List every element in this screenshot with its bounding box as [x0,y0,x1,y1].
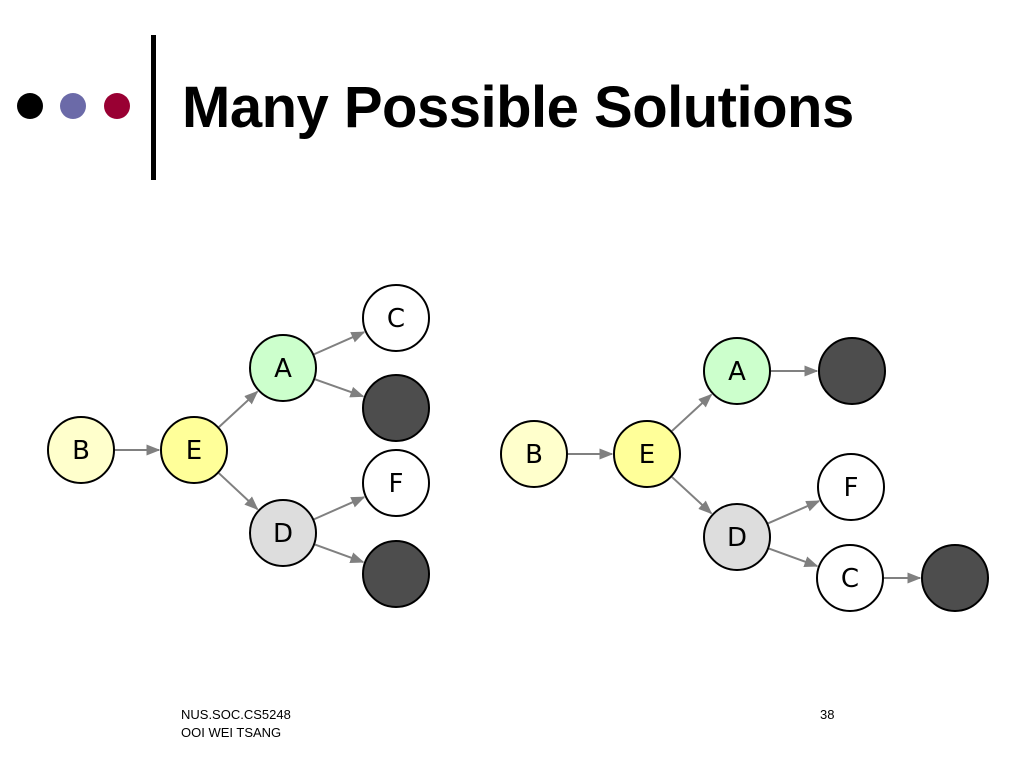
bullet-dot-3 [104,93,130,119]
node-dark [921,544,989,612]
edge-d-f [767,500,821,525]
edge-e-a [218,390,259,428]
node-dark [362,374,430,442]
node-label-a: A [274,354,292,384]
page-number: 38 [820,707,835,722]
node-f [817,453,885,521]
node-e [613,420,681,488]
edge-e-d [671,476,713,515]
node-label-b: B [72,436,90,466]
node-d [703,503,771,571]
footer-left: NUS.SOC.CS5248 OOI WEI TSANG [181,706,291,742]
diagram-solution-1: B E A D C F [47,284,430,608]
node-label-e: E [639,440,655,470]
edge-d-c [768,547,819,568]
node-c [362,284,430,352]
diagram-solution-2: B E A D F C [500,337,989,612]
title-divider [151,35,156,180]
node-label-a: A [728,357,746,387]
node-a [703,337,771,405]
node-label-d: D [727,523,747,553]
node-label-c: C [841,564,859,594]
node-label-e: E [186,436,202,466]
node-a [249,334,317,402]
node-b [500,420,568,488]
node-b [47,416,115,484]
bullet-dot-2 [60,93,86,119]
node-label-d: D [273,519,293,549]
edge-e-d [218,472,259,511]
node-dark [818,337,886,405]
footer-author: OOI WEI TSANG [181,725,282,740]
bullet-dot-1 [17,93,43,119]
slide-title: Many Possible Solutions [182,75,854,140]
edge-d-f [313,496,366,521]
node-label-c: C [387,304,405,334]
edge-a-x1 [314,378,365,398]
node-c [816,544,884,612]
node-e [160,416,228,484]
node-dark [362,540,430,608]
node-f [362,449,430,517]
edge-e-a [671,393,713,432]
node-label-b: B [525,440,543,470]
edge-a-c [313,331,366,356]
edge-d-x2 [314,543,365,564]
node-d [249,499,317,567]
footer-course: NUS.SOC.CS5248 [181,707,291,722]
node-label-f: F [844,473,859,503]
node-label-f: F [389,469,404,499]
